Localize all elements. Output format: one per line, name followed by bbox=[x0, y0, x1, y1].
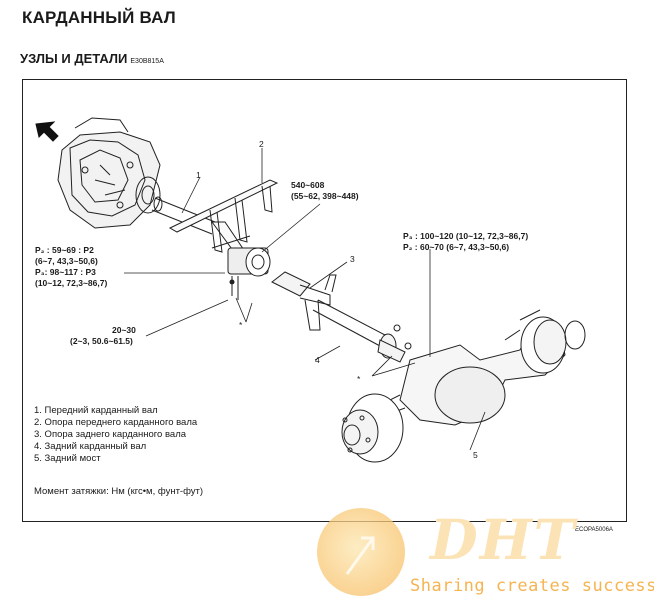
forward-direction-arrow bbox=[35, 121, 59, 142]
section-code: E30B815A bbox=[130, 58, 164, 65]
legend-item: 3. Опора заднего карданного вала bbox=[34, 429, 187, 440]
torque-left-p3: P₃: 98~117 : P3 bbox=[35, 267, 96, 277]
front-shaft-support-bracket bbox=[168, 179, 279, 253]
torque-bolt-line2: (2~3, 50.6~61.5) bbox=[70, 336, 133, 346]
torque-center-line2: (55~62, 398~448) bbox=[291, 191, 359, 201]
torque-support-bolt: 20~30 (2~3, 50.6~61.5) bbox=[70, 325, 136, 347]
callout-4: 4 bbox=[315, 355, 320, 365]
transmission-housing bbox=[57, 117, 161, 229]
torque-rear-flange: P₃ : 100~120 (10~12, 72,3~86,7) P₂ : 60~… bbox=[403, 231, 528, 253]
torque-right-p2: P₂ : 60~70 (6~7, 43,3~50,6) bbox=[403, 242, 510, 252]
watermark-logo: DHT bbox=[430, 507, 577, 572]
torque-left-p2-sub: (6~7, 43,3~50,6) bbox=[35, 256, 98, 266]
page-title: КАРДАННЫЙ ВАЛ bbox=[22, 8, 176, 27]
torque-left-p3-sub: (10~12, 72,3~86,7) bbox=[35, 278, 108, 288]
callout-star-front: * bbox=[239, 320, 243, 330]
watermark-arrow-icon bbox=[345, 536, 375, 575]
image-code: ECOPA5006A bbox=[575, 527, 613, 533]
legend-item: 1. Передний карданный вал bbox=[34, 405, 158, 416]
torque-units-note: Момент затяжки: Нм (кгс•м, фунт-фут) bbox=[34, 486, 204, 497]
torque-bolt-line1: 20~30 bbox=[112, 325, 136, 335]
section-subtitle-text: УЗЛЫ И ДЕТАЛИ bbox=[20, 51, 128, 66]
callout-3: 3 bbox=[350, 254, 355, 264]
legend-item: 2. Опора переднего карданного вала bbox=[34, 417, 198, 428]
center-bearing-assembly bbox=[227, 247, 271, 300]
torque-left-p2: P₂ : 59~69 : P2 bbox=[35, 245, 94, 255]
callout-5: 5 bbox=[473, 450, 478, 460]
callout-leader-lines bbox=[124, 148, 486, 451]
callout-2: 2 bbox=[259, 139, 264, 149]
torque-right-p3: P₃ : 100~120 (10~12, 72,3~86,7) bbox=[403, 231, 529, 241]
callout-1: 1 bbox=[196, 170, 201, 180]
torque-center-bearing: 540~608 (55~62, 398~448) bbox=[291, 180, 359, 202]
torque-center-line1: 540~608 bbox=[291, 180, 325, 190]
watermark-badge bbox=[317, 508, 405, 596]
diagram-frame bbox=[22, 79, 627, 522]
legend-item: 4. Задний карданный вал bbox=[34, 441, 147, 452]
torque-front-flange: P₂ : 59~69 : P2 (6~7, 43,3~50,6) P₃: 98~… bbox=[35, 245, 107, 289]
rear-axle-assembly bbox=[341, 309, 586, 463]
callout-star-rear: * bbox=[357, 374, 361, 384]
watermark-slogan: Sharing creates success bbox=[410, 576, 654, 596]
legend-item: 5. Задний мост bbox=[34, 453, 101, 464]
rear-propeller-shaft bbox=[271, 271, 412, 363]
parts-legend: 1. Передний карданный вал 2. Опора перед… bbox=[34, 405, 197, 465]
